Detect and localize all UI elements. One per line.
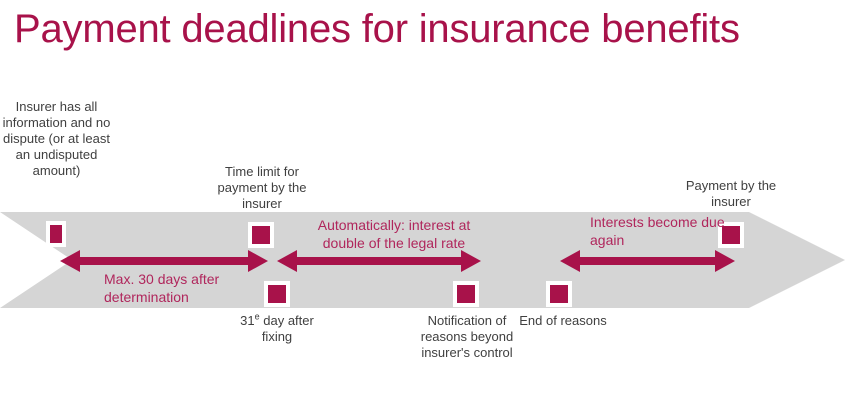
ordinal-superscript: e (254, 311, 260, 322)
marker-notification-of-reasons (453, 281, 479, 307)
marker-square (722, 226, 740, 244)
marker-end-of-reasons (546, 281, 572, 307)
arrow-31e-day-to-notification (277, 248, 481, 274)
marker-square (50, 225, 62, 243)
label-insurer-has-all-information: Insurer has all information and no dispu… (2, 99, 111, 178)
marker-payment-by-the-insurer (718, 222, 744, 248)
arrow-label-automatic-interest: Automatically: interest at double of the… (317, 217, 471, 251)
arrow-end-of-reasons-to-payment (560, 248, 735, 274)
label-end-of-reasons: End of reasons (519, 313, 607, 328)
arrow-label-max-30-days: Max. 30 days after determination (104, 271, 220, 305)
label-31e-day-suffix: day after fixing (259, 313, 314, 344)
label-time-limit-for-payment: Time limit for payment by the insurer (217, 164, 307, 211)
marker-insurer-has-all-information (46, 221, 66, 247)
marker-time-limit-for-payment (248, 222, 274, 248)
marker-square (550, 285, 568, 303)
marker-31e-day-after-fixing (264, 281, 290, 307)
arrow-shape (60, 250, 268, 272)
marker-square (457, 285, 475, 303)
label-payment-by-the-insurer: Payment by the insurer (685, 178, 777, 209)
arrow-determination-to-time-limit (60, 248, 268, 274)
marker-square (252, 226, 270, 244)
label-notification-of-reasons: Notification of reasons beyond insurer's… (420, 313, 514, 360)
arrow-shape (277, 250, 481, 272)
marker-square (268, 285, 286, 303)
label-31e-day-after-fixing: 31e day after fixing (228, 311, 326, 345)
arrow-shape (560, 250, 735, 272)
page-title: Payment deadlines for insurance benefits (14, 7, 740, 51)
label-31e-day-text: 31 (240, 313, 255, 328)
arrow-label-interests-due-again: Interests become due again (590, 214, 725, 248)
